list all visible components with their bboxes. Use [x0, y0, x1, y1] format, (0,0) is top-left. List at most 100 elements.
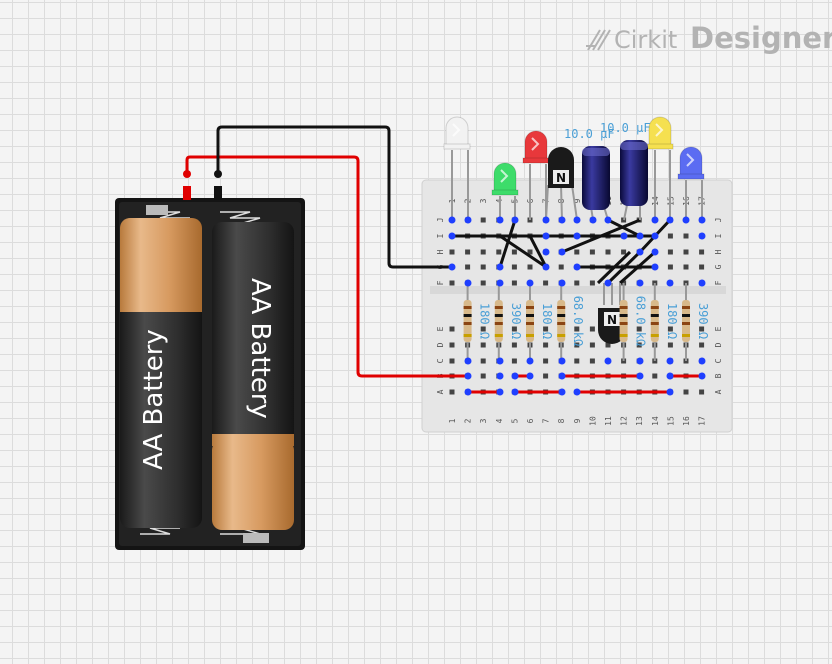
breadboard-hole[interactable]	[589, 358, 595, 364]
breadboard-hole[interactable]	[543, 342, 549, 348]
column-label: 13	[635, 416, 644, 426]
breadboard-hole[interactable]	[636, 326, 642, 332]
breadboard-hole[interactable]	[667, 249, 673, 255]
breadboard[interactable]: 1122334455667788991010111112121313141415…	[421, 179, 733, 433]
resistor[interactable]: 390 Ω	[682, 283, 710, 361]
breadboard-hole[interactable]	[621, 249, 627, 255]
resistor[interactable]: 180 Ω	[650, 283, 679, 361]
breadboard-hole[interactable]	[699, 249, 705, 255]
transistor-q1[interactable]: N	[545, 147, 578, 221]
white-led[interactable]	[443, 116, 471, 220]
breadboard-hole[interactable]	[574, 326, 580, 332]
breadboard-hole[interactable]	[511, 249, 517, 255]
breadboard-hole[interactable]	[667, 264, 673, 270]
cirkit-logo: Cirkit Designer	[586, 21, 832, 55]
breadboard-hole[interactable]	[480, 326, 486, 332]
breadboard-hole[interactable]	[527, 249, 533, 255]
breadboard-hole[interactable]	[667, 342, 673, 348]
breadboard-hole[interactable]	[543, 280, 549, 286]
yellow-led[interactable]	[646, 116, 674, 220]
breadboard-hole[interactable]	[480, 280, 486, 286]
battery-cell-1-label: AA Battery	[139, 329, 169, 470]
breadboard-hole[interactable]	[480, 249, 486, 255]
breadboard-hole[interactable]	[574, 342, 580, 348]
capacitor-c2[interactable]: 10.0 µF	[600, 121, 651, 221]
breadboard-hole[interactable]	[449, 342, 455, 348]
breadboard-hole[interactable]	[449, 358, 455, 364]
breadboard-hole[interactable]	[511, 326, 517, 332]
breadboard-hole[interactable]	[699, 389, 705, 395]
breadboard-hole[interactable]	[589, 249, 595, 255]
breadboard-hole[interactable]	[605, 249, 611, 255]
breadboard-hole[interactable]	[574, 249, 580, 255]
breadboard-hole[interactable]	[511, 358, 517, 364]
breadboard-hole[interactable]	[667, 326, 673, 332]
breadboard-hole[interactable]	[589, 326, 595, 332]
row-label: F	[714, 280, 723, 285]
row-label: A	[436, 389, 445, 394]
battery-holder[interactable]: AA Battery AA Battery	[115, 170, 305, 550]
breadboard-hole[interactable]	[449, 280, 455, 286]
breadboard-hole[interactable]	[699, 342, 705, 348]
breadboard-hole[interactable]	[543, 358, 549, 364]
breadboard-hole[interactable]	[449, 249, 455, 255]
breadboard-hole[interactable]	[558, 264, 564, 270]
red-wire-positive[interactable]	[185, 155, 468, 378]
breadboard-hole[interactable]	[480, 342, 486, 348]
pin-dot	[542, 216, 550, 224]
breadboard-hole[interactable]	[683, 264, 689, 270]
breadboard-hole[interactable]	[574, 280, 580, 286]
resistor[interactable]: 180 Ω	[463, 283, 492, 361]
breadboard-hole[interactable]	[465, 264, 471, 270]
breadboard-hole[interactable]	[480, 264, 486, 270]
battery-negative-terminal[interactable]	[214, 186, 222, 200]
breadboard-hole[interactable]	[667, 233, 673, 239]
row-label: B	[714, 373, 723, 378]
breadboard-hole[interactable]	[511, 342, 517, 348]
black-wire-negative[interactable]	[216, 125, 452, 269]
blue-led[interactable]	[677, 146, 705, 220]
breadboard-hole[interactable]	[480, 358, 486, 364]
breadboard-hole[interactable]	[480, 373, 486, 379]
capacitor-c2-label: 10.0 µF	[600, 121, 651, 135]
green-led[interactable]	[491, 162, 519, 220]
pin-dot	[636, 248, 644, 256]
resistor[interactable]: 68.0 kΩ	[557, 283, 585, 361]
breadboard-hole[interactable]	[683, 389, 689, 395]
breadboard-hole[interactable]	[621, 217, 627, 223]
breadboard-hole[interactable]	[527, 264, 533, 270]
breadboard-hole[interactable]	[605, 342, 611, 348]
breadboard-hole[interactable]	[589, 280, 595, 286]
breadboard-hole[interactable]	[511, 280, 517, 286]
resistor[interactable]: 68.0 kΩ	[619, 283, 648, 361]
row-label: A	[714, 389, 723, 394]
battery-positive-terminal[interactable]	[183, 186, 191, 200]
resistor[interactable]: 180 Ω	[526, 283, 554, 361]
leds[interactable]	[443, 116, 705, 220]
breadboard-hole[interactable]	[683, 249, 689, 255]
pin-dot	[511, 388, 519, 396]
breadboard-hole[interactable]	[480, 217, 486, 223]
breadboard-hole[interactable]	[636, 342, 642, 348]
breadboard-hole[interactable]	[449, 326, 455, 332]
transistor-q2[interactable]: N	[598, 283, 626, 344]
breadboard-hole[interactable]	[449, 389, 455, 395]
breadboard-hole[interactable]	[465, 249, 471, 255]
capacitor-c1[interactable]: 10.0 µF	[564, 127, 615, 221]
pin-dot	[542, 248, 550, 256]
breadboard-hole[interactable]	[699, 326, 705, 332]
breadboard-hole[interactable]	[574, 358, 580, 364]
breadboard-hole[interactable]	[511, 264, 517, 270]
breadboard-hole[interactable]	[496, 249, 502, 255]
breadboard-hole[interactable]	[589, 342, 595, 348]
pin-dot	[558, 372, 566, 380]
breadboard-hole[interactable]	[543, 373, 549, 379]
breadboard-hole[interactable]	[683, 233, 689, 239]
pin-dot	[558, 357, 566, 365]
resistor[interactable]: 390 Ω	[494, 283, 523, 361]
breadboard-hole[interactable]	[543, 326, 549, 332]
breadboard-hole[interactable]	[652, 373, 658, 379]
breadboard-hole[interactable]	[699, 264, 705, 270]
